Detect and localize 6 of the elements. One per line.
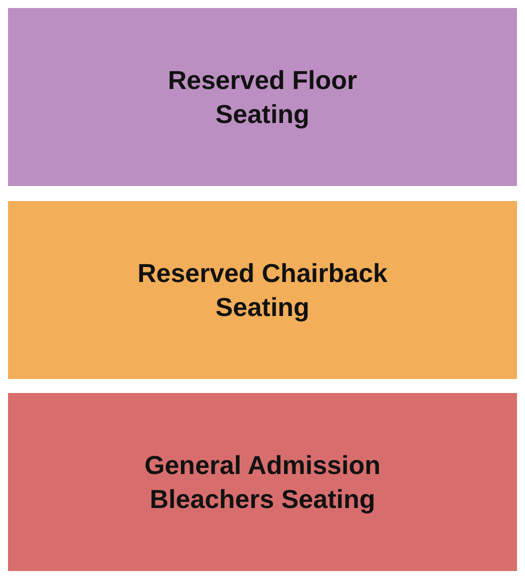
seating-section bbox=[8, 393, 517, 571]
seating-section bbox=[8, 201, 517, 379]
seating-section bbox=[8, 8, 517, 186]
section-label: General Admission Bleachers Seating bbox=[144, 449, 382, 516]
section-label: Reserved Floor Seating bbox=[166, 64, 358, 131]
section-label: Reserved Chairback Seating bbox=[136, 257, 389, 324]
